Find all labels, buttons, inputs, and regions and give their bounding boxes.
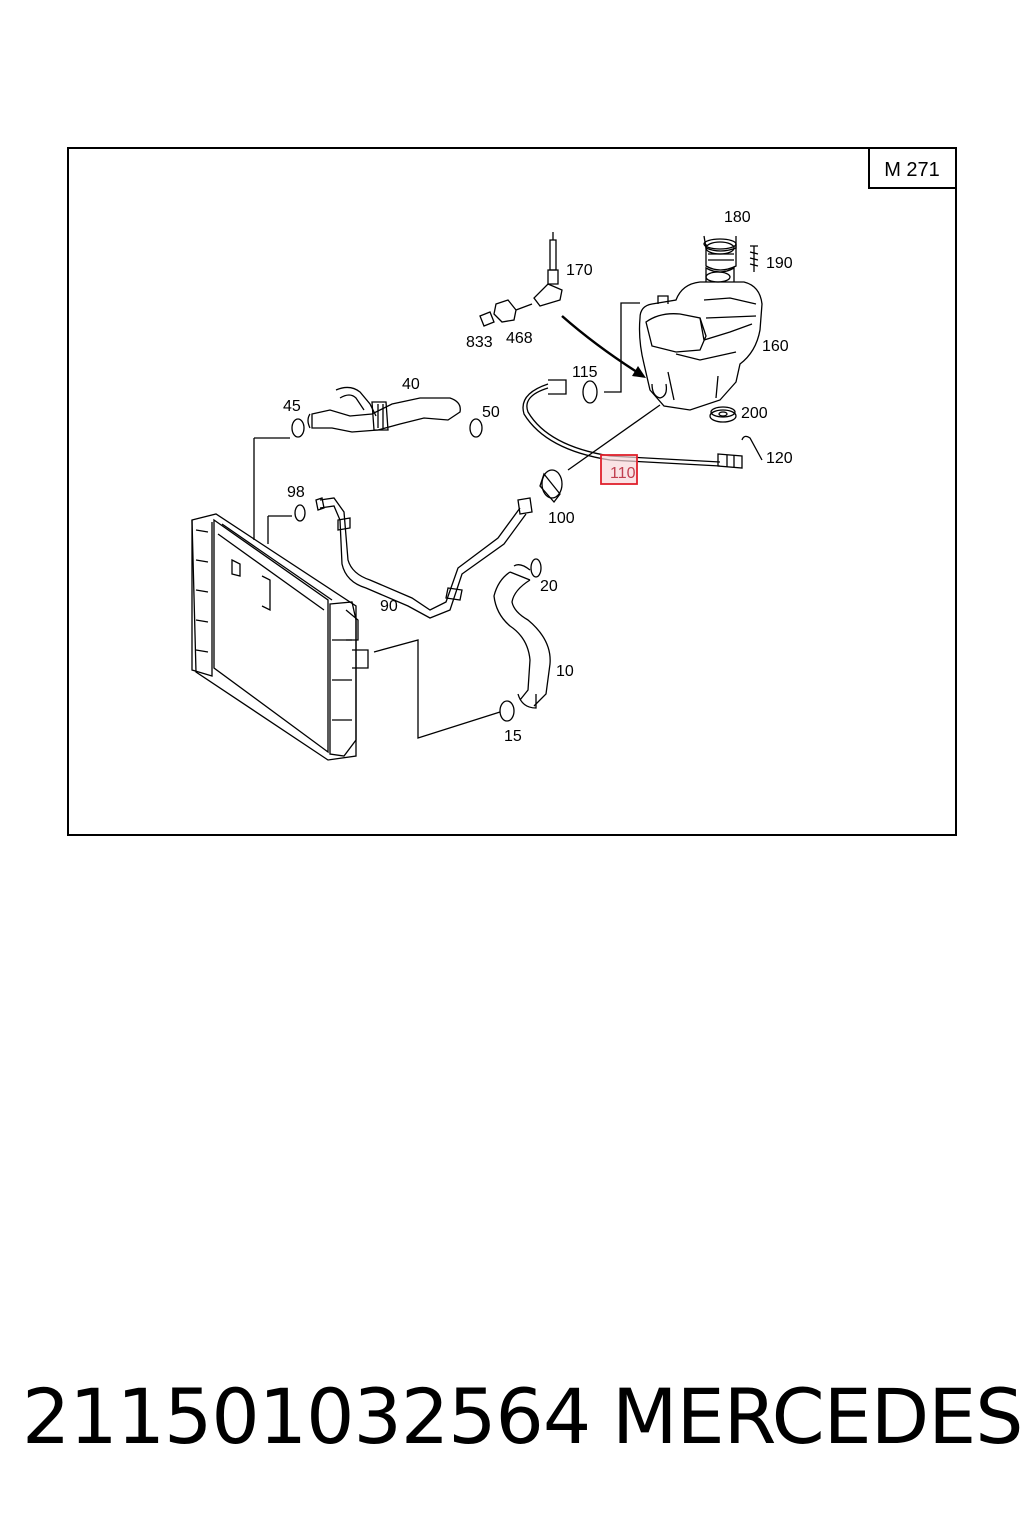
callout-90: 90	[380, 598, 398, 615]
callout-190: 190	[766, 255, 793, 272]
diagram-border	[67, 147, 957, 836]
coolant-pipe-90	[315, 497, 533, 619]
engine-code-label: M 271	[884, 159, 940, 181]
screw-190	[749, 245, 759, 272]
radiator	[191, 513, 369, 761]
callout-20: 20	[540, 578, 558, 595]
callout-468: 468	[506, 330, 533, 347]
plug-833	[479, 311, 495, 327]
engine-code-box	[868, 147, 957, 189]
upper-hose-40	[307, 386, 461, 433]
o-ring-45	[291, 418, 305, 438]
callout-10: 10	[556, 663, 574, 680]
lower-hose-10	[493, 564, 551, 709]
callout-200: 200	[741, 405, 768, 422]
parts-diagram: M 271	[67, 147, 957, 836]
callout-115: 115	[572, 364, 598, 381]
filler-cap-180	[703, 235, 737, 252]
callout-100: 100	[548, 510, 575, 527]
assembly-arrow	[561, 315, 646, 378]
o-ring-98	[294, 504, 306, 522]
callout-160: 160	[762, 338, 789, 355]
rubber-mount-200	[709, 406, 737, 423]
footer: 211501032564 MERCEDES	[0, 1372, 1024, 1472]
callout-50: 50	[482, 404, 500, 421]
expansion-tank-160	[638, 238, 763, 411]
brand-name: MERCEDES	[612, 1372, 1023, 1461]
o-ring-50	[469, 418, 483, 438]
callout-45: 45	[283, 398, 301, 415]
level-sensor-170	[533, 232, 563, 307]
part-number: 211501032564	[22, 1372, 591, 1461]
o-ring-15	[499, 700, 515, 722]
o-ring-115	[582, 380, 598, 404]
callout-170: 170	[566, 262, 593, 279]
o-ring-20	[530, 558, 542, 578]
callout-15: 15	[504, 728, 522, 745]
callout-98: 98	[287, 484, 305, 501]
clamp-100	[539, 469, 563, 504]
callout-120: 120	[766, 450, 793, 467]
callout-40: 40	[402, 376, 420, 393]
callout-110: 110	[610, 465, 636, 482]
callout-180: 180	[724, 209, 751, 226]
callout-833: 833	[466, 334, 493, 351]
clip-120	[741, 435, 763, 461]
connector-468	[493, 299, 533, 323]
highlight-box-110	[600, 454, 638, 485]
